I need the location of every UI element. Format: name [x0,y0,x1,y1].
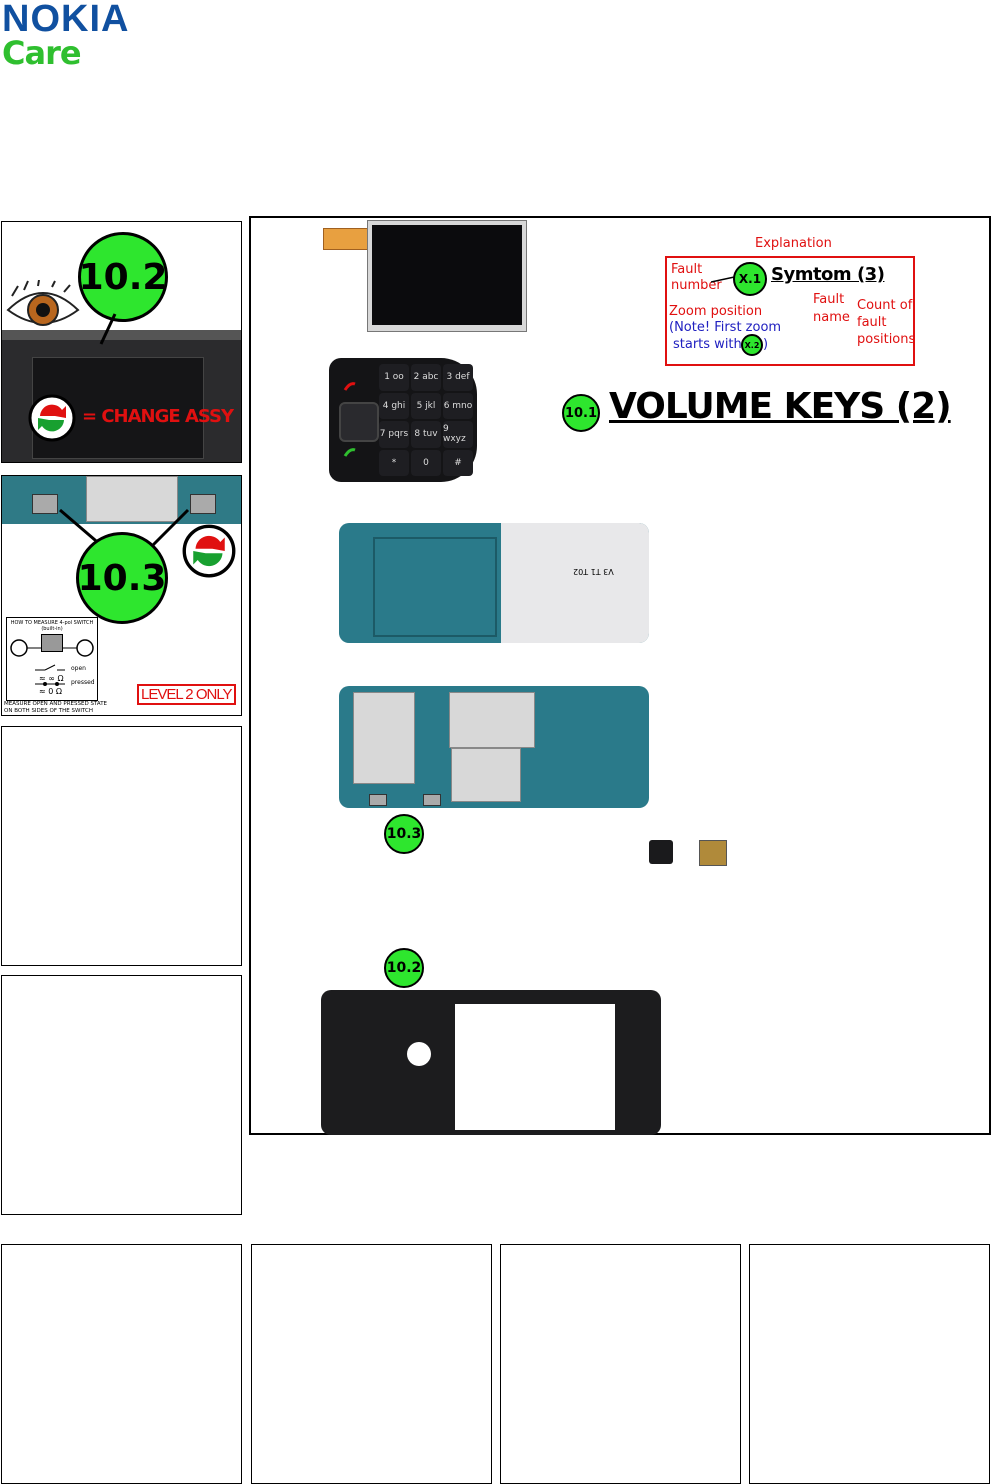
switch-diagram-title: HOW TO MEASURE 4-pol SWITCH (built-in) [10,620,94,632]
pcb-keypad-area [501,523,649,643]
res-open: ≈ ∞ Ω [39,674,64,683]
key-1: 1 oo [379,364,409,391]
key-star: * [379,449,409,476]
shield-can [86,476,178,522]
fault-name-label-2: name [813,310,850,325]
switch-right [190,494,216,514]
key-0: 0 [411,449,441,476]
board-badge-10-2: 10.2 [384,948,424,988]
small-chip [699,840,727,866]
shield-can-1 [353,692,415,784]
cover-edge [2,330,241,340]
care-logo: Care [2,34,82,72]
res-pressed: ≈ 0 Ω [39,687,62,696]
ohm-meter-icon [10,639,94,657]
keypad-mat: 1 oo 2 abc 3 def 4 ghi 5 jkl 6 mno 7 pqr… [329,358,477,482]
empty-panel-bottom-3 [500,1244,741,1484]
level-2-badge: LEVEL 2 ONLY [137,684,236,705]
state-open: open [71,665,86,672]
panel-10-3: 10.3 HOW TO MEASURE 4-pol SWITCH (built-… [1,475,242,716]
lcd-module [367,220,527,332]
change-assy-icon [28,394,76,442]
shield-can-2 [449,692,535,748]
camera-module [649,840,673,864]
key-2: 2 abc [411,364,441,391]
end-key-icon [343,382,356,391]
nokia-logo: NOKIA [2,0,130,40]
eye-icon [6,280,80,326]
lcd-screen [372,225,522,325]
count-label-1: Count of [857,298,913,313]
key-8: 8 tuv [411,421,441,448]
switch-left [32,494,58,514]
nav-key [339,402,379,442]
pointer-line [99,313,117,345]
change-assy-label: = CHANGE ASSY [82,406,234,427]
empty-panel-bottom-1 [1,1244,242,1484]
empty-panel-bottom-2 [251,1244,492,1484]
pcb-back-side: V3 T1 T02 [339,523,649,643]
change-assy-icon [182,524,236,578]
back-cover-opening [455,1004,615,1130]
badge-10-2: 10.2 [78,232,168,322]
symptom-label: Symtom (3) [771,264,885,285]
switch-symbols [35,664,65,686]
switch-diagram: HOW TO MEASURE 4-pol SWITCH (built-in) o… [6,617,98,701]
pcb-back-pattern [373,537,497,637]
switch-left-photo [369,794,387,806]
explanation-box: Fault number X.1 Symtom (3) Zoom positio… [665,256,915,366]
key-7: 7 pqrs [379,421,409,448]
fault-name-label-1: Fault [813,292,845,307]
switch-right-photo [423,794,441,806]
explanation-title: Explanation [755,236,832,251]
zoom-position-label: Zoom position [669,304,763,319]
note-line-2: starts with [673,337,742,352]
main-exploded-view-panel: 1 oo 2 abc 3 def 4 ghi 5 jkl 6 mno 7 pqr… [249,216,991,1135]
count-label-2: fault [857,315,887,330]
state-pressed: pressed [71,679,95,686]
board-badge-10-3: 10.3 [384,814,424,854]
key-hash: # [443,449,473,476]
back-cover-frame [321,990,661,1135]
heading-badge-10-1: 10.1 [562,394,600,432]
call-key-icon [343,448,356,457]
empty-panel-left-3 [1,726,242,966]
switch-body [41,634,63,652]
key-3: 3 def [443,364,473,391]
measure-note: MEASURE OPEN AND PRESSED STATE ON BOTH S… [4,701,108,714]
pcb-front-side [339,686,649,808]
antenna-hole [407,1042,431,1066]
count-label-3: positions [857,332,916,347]
note-badge: X.2 [741,334,763,356]
fault-number-label-1: Fault [671,262,703,277]
key-9: 9 wxyz [443,421,473,448]
badge-10-3: 10.3 [76,532,168,624]
key-6: 6 mno [443,392,473,419]
fault-number-label-2: number [671,278,722,293]
pcb-label: V3 T1 T02 [573,567,614,576]
example-badge: X.1 [733,262,767,296]
shield-can-3 [451,748,521,802]
empty-panel-left-4 [1,975,242,1215]
keypad-grid: 1 oo 2 abc 3 def 4 ghi 5 jkl 6 mno 7 pqr… [379,364,473,476]
key-4: 4 ghi [379,392,409,419]
note-line-1: (Note! First zoom [669,320,782,335]
key-5: 5 jkl [411,392,441,419]
empty-panel-bottom-4 [749,1244,990,1484]
note-close: ) [763,337,769,352]
panel-10-2: 10.2 = CHANGE ASSY [1,221,242,463]
heading-title: VOLUME KEYS (2) [609,386,952,427]
